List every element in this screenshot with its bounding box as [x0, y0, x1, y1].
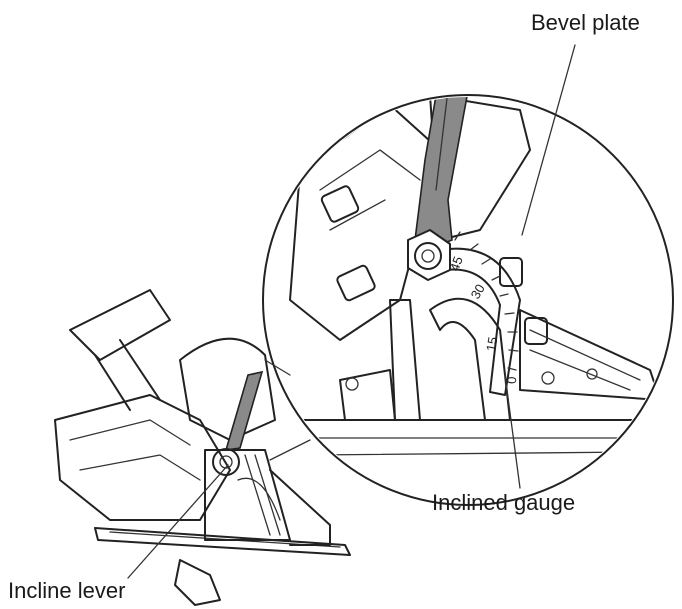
incline-lever-label: Incline lever	[8, 578, 126, 603]
inclined-gauge-scale	[454, 231, 519, 371]
incline-lever-large	[414, 97, 471, 249]
bevel-plate-leader	[521, 44, 576, 236]
scale-numbers: 45 30 15 0	[447, 254, 520, 384]
circular-saw-body	[54, 289, 351, 606]
incline-lever-small	[212, 370, 264, 476]
comb-teeth	[485, 52, 525, 95]
zoom-connector-top	[264, 359, 291, 376]
scale-mark-15: 15	[483, 336, 500, 353]
inclined-gauge-small	[237, 477, 281, 521]
bevel-plate	[299, 247, 661, 456]
inclined-gauge-label: Inclined gauge	[432, 490, 576, 515]
scale-mark-45: 45	[447, 254, 466, 273]
scale-mark-30: 30	[468, 281, 488, 301]
zoom-connector-bottom	[269, 439, 311, 461]
bevel-plate-label: Bevel plate	[531, 10, 640, 35]
incline-lever-leader	[127, 464, 229, 579]
magnified-view	[262, 52, 674, 506]
hex-nut	[407, 229, 451, 281]
scale-mark-0: 0	[504, 376, 519, 384]
inclined-gauge-leader	[504, 374, 521, 489]
